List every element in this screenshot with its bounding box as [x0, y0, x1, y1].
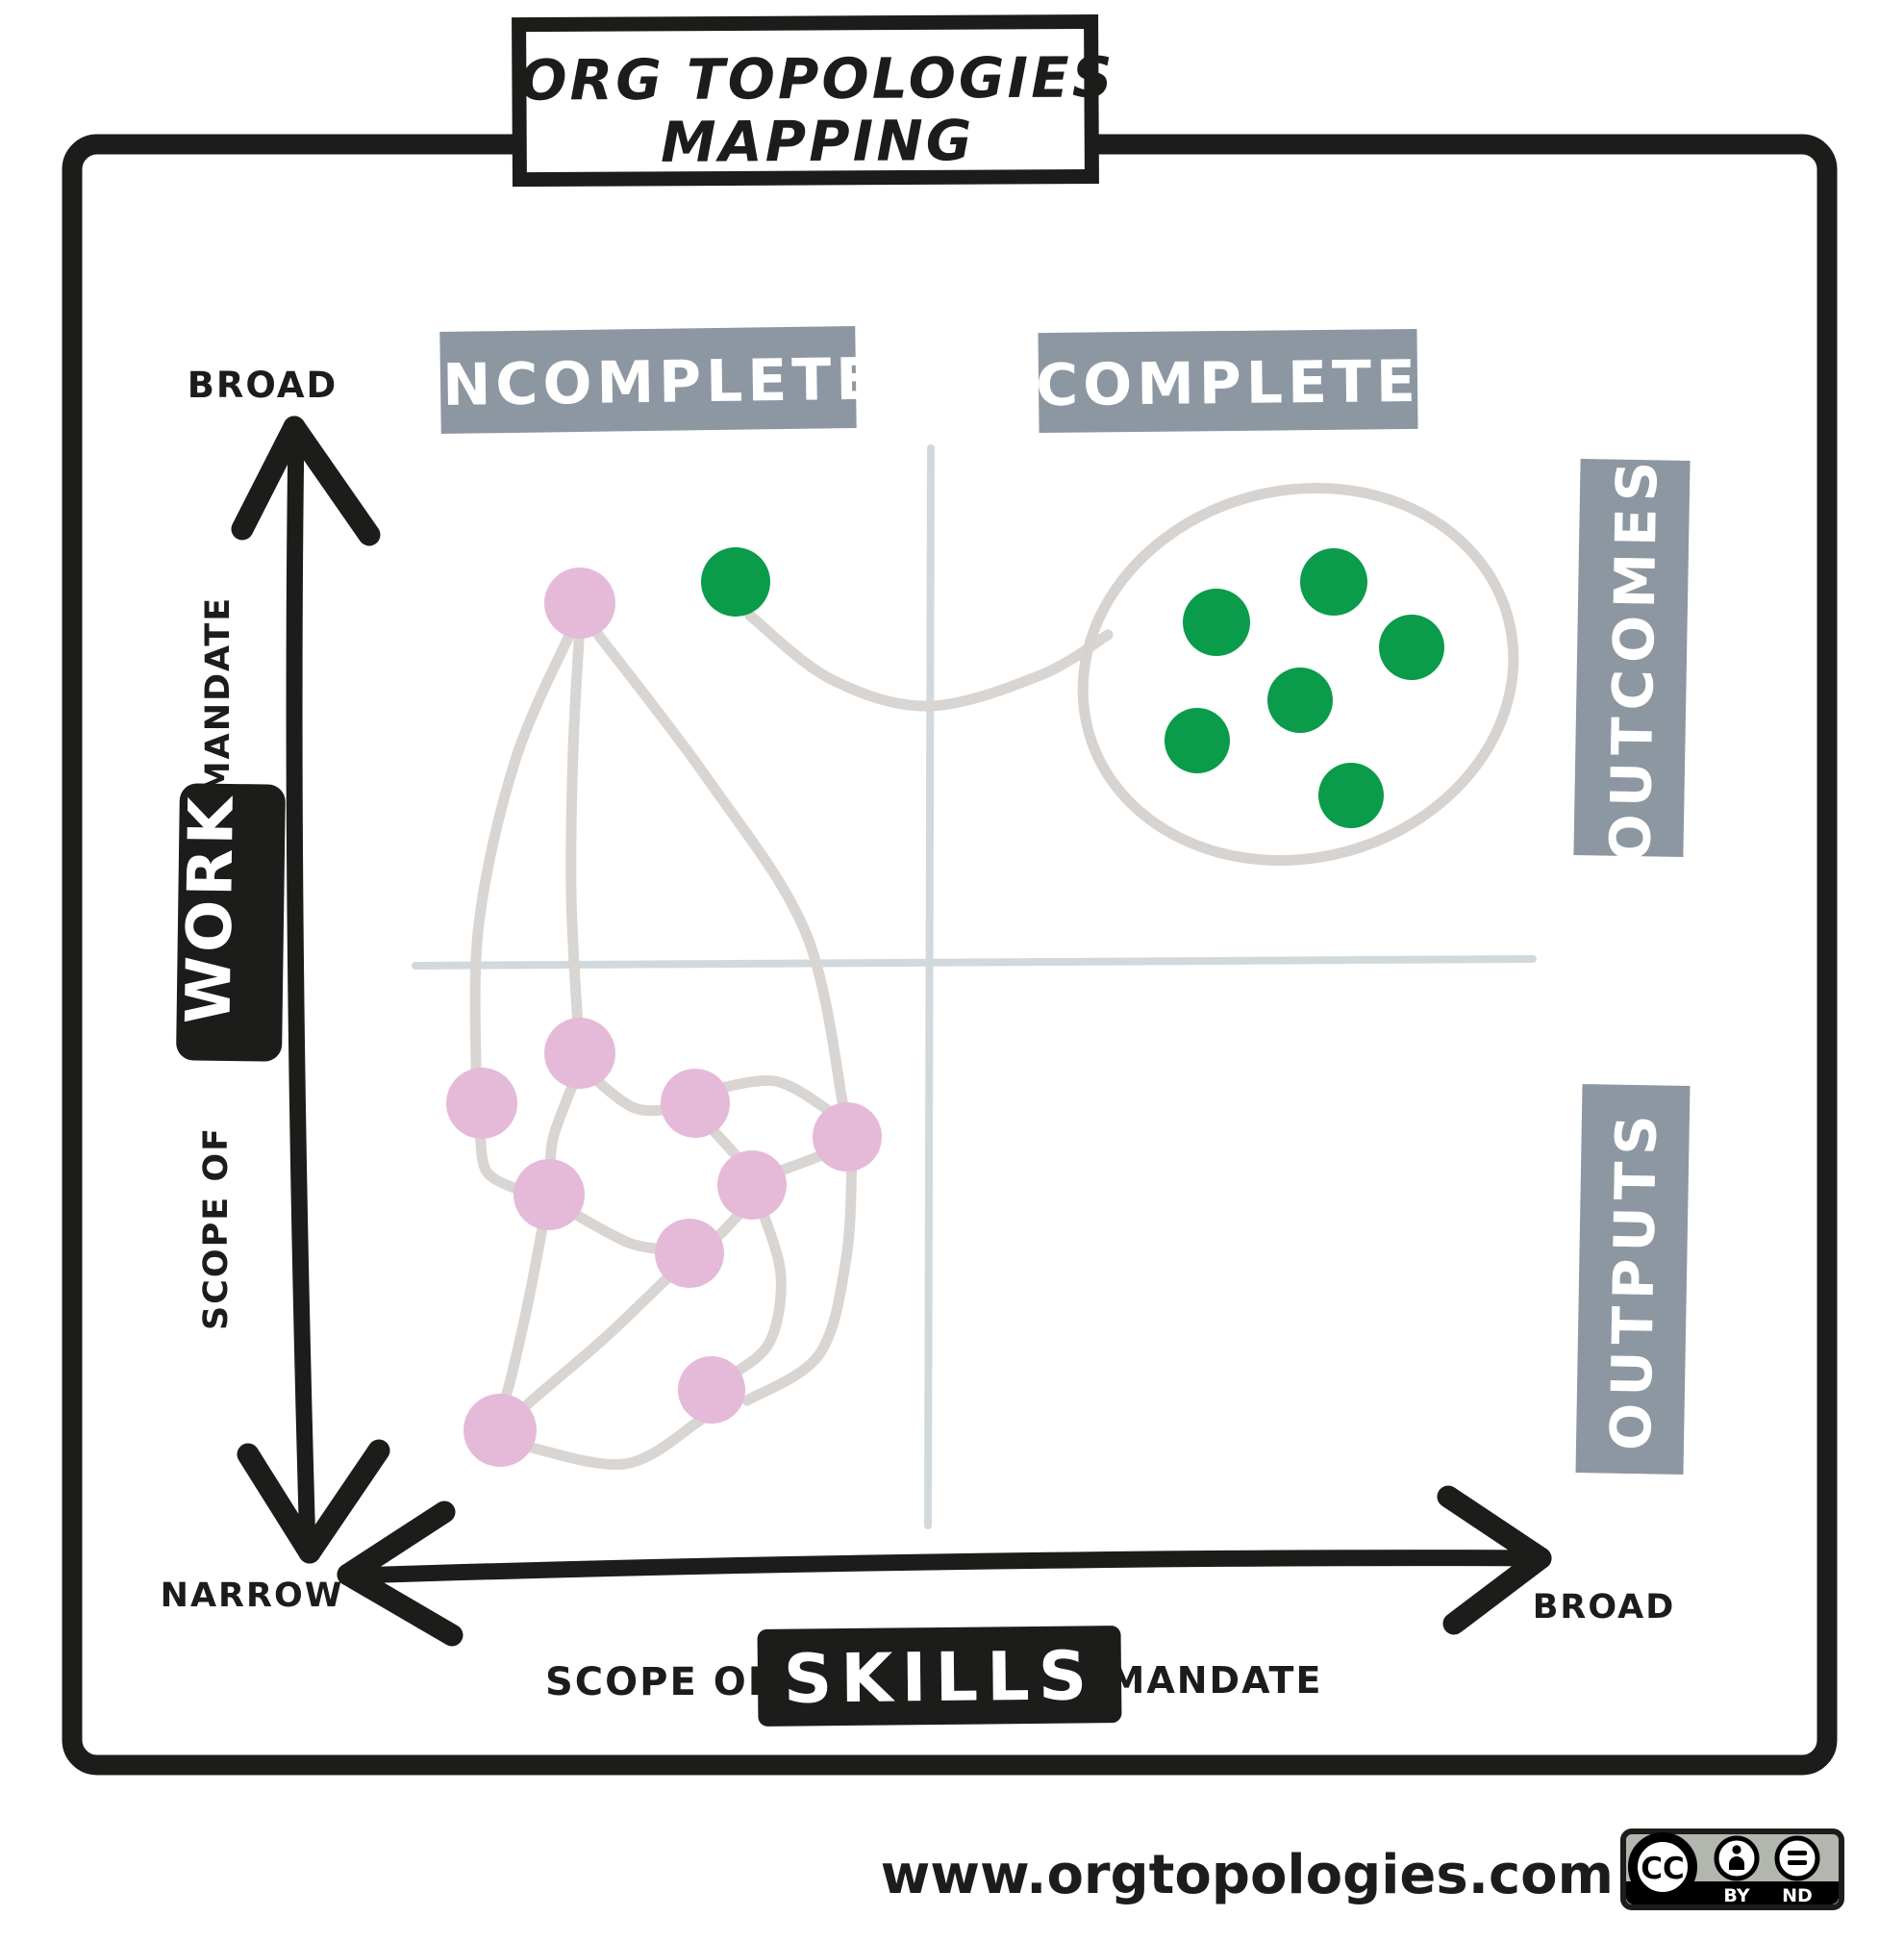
- cc-by-nd-badge: CC BY ND: [1620, 1829, 1844, 1910]
- outcome-team-circle: [1077, 482, 1519, 867]
- y-axis-arrowhead-bottom: [298, 1439, 390, 1564]
- by-label: BY: [1723, 1885, 1749, 1906]
- nd-label: ND: [1782, 1885, 1813, 1906]
- x-axis-arrowhead-left: [337, 1563, 463, 1647]
- x-axis: [337, 1485, 1552, 1647]
- cc-logo-text: CC: [1641, 1852, 1685, 1886]
- connection-line: [521, 1400, 719, 1471]
- by-person-icon: [1732, 1845, 1741, 1854]
- x-axis-mandate-label: MANDATE: [1109, 1659, 1323, 1702]
- y-axis-work-box: WORK: [174, 783, 286, 1062]
- quadrant-vertical-line: [924, 444, 935, 1529]
- connection-line: [544, 1073, 581, 1174]
- quadrant-grid: [412, 444, 1537, 1529]
- page-title-line2: MAPPING: [661, 108, 975, 175]
- complete-box: [1038, 328, 1418, 434]
- label-outcomes: OUTCOMES: [1573, 454, 1691, 862]
- outcome-team-boundary: [1077, 482, 1519, 867]
- pink-team-member-dot: [463, 1394, 537, 1467]
- y-axis-arrowhead-bottom: [237, 1443, 321, 1564]
- green-team-member-dot: [1379, 615, 1444, 680]
- green-team-member-dot: [701, 547, 770, 617]
- outputs-label: OUTPUTS: [1598, 1108, 1669, 1451]
- y-axis-arrowhead-top: [283, 416, 381, 546]
- connection-line: [469, 621, 579, 1081]
- outcomes-label: OUTCOMES: [1597, 454, 1669, 862]
- pink-team-member-dot: [813, 1102, 882, 1172]
- connection-line: [497, 1212, 550, 1412]
- connection-line: [587, 621, 849, 1112]
- complete-label: COMPLETE: [1036, 348, 1421, 419]
- cc-circle-icon: [1628, 1832, 1697, 1902]
- connection-line: [512, 1264, 682, 1420]
- pink-team-member-dot: [678, 1356, 745, 1424]
- green-team-member-dot: [1267, 668, 1333, 733]
- x-axis-arrowhead-left: [337, 1501, 456, 1586]
- x-axis-line: [347, 1550, 1545, 1584]
- y-axis-line: [286, 422, 316, 1559]
- pink-team-member-dot: [717, 1150, 787, 1220]
- quadrant-horizontal-line: [412, 955, 1537, 970]
- y-axis-narrow-label: NARROW: [161, 1576, 344, 1615]
- skills-label: SKILLS: [783, 1636, 1095, 1718]
- connection-line: [744, 610, 1114, 712]
- y-axis-scope-label: SCOPE OF: [197, 1126, 236, 1330]
- y-axis-mandate-label: MANDATE: [199, 596, 238, 794]
- y-axis-arrowhead-top: [231, 416, 306, 541]
- nd-equals-icon: [1774, 1835, 1820, 1881]
- incomplete-label: INCOMPLETE: [415, 346, 880, 420]
- pink-team-member-dot: [514, 1159, 585, 1230]
- label-complete: COMPLETE: [1036, 328, 1421, 434]
- connection-line: [565, 619, 586, 1033]
- website-url: www.orgtopologies.com: [881, 1844, 1614, 1906]
- work-box: [176, 783, 286, 1062]
- title-box: ORG TOPOLOGIES MAPPING: [512, 13, 1115, 188]
- outcomes-box: [1573, 459, 1691, 857]
- green-team-member-dot: [1183, 589, 1250, 656]
- skills-box: [757, 1626, 1122, 1727]
- pink-team-member-dot: [661, 1069, 730, 1138]
- pink-team-member-dot: [655, 1219, 724, 1288]
- x-axis-skills-box: SKILLS: [757, 1626, 1122, 1727]
- y-axis-broad-label: BROAD: [188, 365, 338, 406]
- label-incomplete: INCOMPLETE: [415, 325, 881, 435]
- x-axis-scope-label: SCOPE OF: [545, 1660, 776, 1704]
- green-team-member-dot: [1165, 708, 1230, 773]
- y-axis: [231, 416, 390, 1564]
- pink-team-member-dot: [446, 1068, 517, 1139]
- green-team-member-dot: [1300, 548, 1367, 616]
- pink-team-member-dot: [544, 567, 615, 639]
- nd-equals-icon: [1788, 1851, 1807, 1855]
- title-box-border: [512, 13, 1099, 188]
- nd-equals-icon: [1788, 1860, 1807, 1865]
- by-person-icon: [1729, 1856, 1744, 1870]
- x-axis-arrowhead-right: [1437, 1485, 1552, 1570]
- label-outputs: OUTPUTS: [1575, 1084, 1691, 1475]
- connection-line: [722, 1200, 787, 1383]
- team-dots: [446, 547, 1444, 1467]
- connection-line: [741, 1152, 858, 1406]
- green-team-member-dot: [1318, 763, 1384, 828]
- x-axis-arrowhead-right: [1442, 1547, 1552, 1635]
- pink-team-member-dot: [544, 1018, 615, 1089]
- incomplete-box: [439, 325, 857, 435]
- page-title-line1: ORG TOPOLOGIES: [519, 44, 1115, 113]
- outputs-box: [1575, 1084, 1691, 1475]
- x-axis-broad-label: BROAD: [1533, 1588, 1676, 1627]
- work-label: WORK: [174, 793, 248, 1024]
